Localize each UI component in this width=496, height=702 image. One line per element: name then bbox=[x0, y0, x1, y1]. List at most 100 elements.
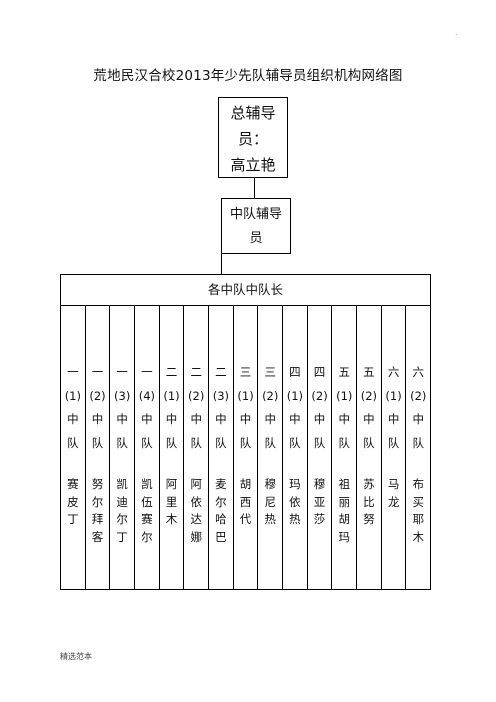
squad-label-z: 中 bbox=[239, 412, 252, 426]
leader-name: 赛皮丁 bbox=[67, 476, 79, 546]
squad-label-z: 中 bbox=[67, 412, 79, 426]
squad-label: 六(2)中队 bbox=[410, 361, 426, 455]
chief-line-2: 员： bbox=[237, 130, 268, 148]
chief-line-3: 高立艳 bbox=[230, 156, 276, 174]
squad-label-z: 中 bbox=[116, 412, 128, 426]
page-title: 荒地民汉合校2013年少先队辅导员组织机构网络图 bbox=[93, 68, 403, 84]
squad-label-z: 中 bbox=[264, 412, 276, 426]
squad-label-cls: (2) bbox=[89, 388, 106, 403]
squad-counselor-line-1: 中队辅导 bbox=[229, 207, 282, 222]
leader-name-char: 龙 bbox=[387, 494, 400, 509]
leader-name: 马龙 bbox=[388, 476, 400, 546]
leader-name-char: 穆 bbox=[264, 477, 276, 491]
squad-label-d: 队 bbox=[289, 435, 301, 450]
squad-label-cls: (3) bbox=[114, 388, 131, 403]
squad-column: 三(2)中队穆尼热 bbox=[258, 305, 284, 589]
squad-label: 五(2)中队 bbox=[361, 361, 377, 455]
squad-label-cls: (2) bbox=[188, 388, 205, 403]
squad-label-d: 队 bbox=[116, 435, 128, 450]
squad-label-grade: 一 bbox=[67, 365, 79, 379]
leader-name: 穆尼热 bbox=[264, 476, 276, 546]
squad-label-z: 中 bbox=[313, 412, 326, 426]
squad-column: 一(4)中队凯伍赛尔 bbox=[135, 305, 160, 589]
squad-label-d: 队 bbox=[387, 435, 400, 450]
squad-column: 二(3)中队麦尔哈巴 bbox=[209, 305, 234, 589]
leader-name-char: 努 bbox=[91, 477, 104, 491]
squad-label-cls: (1) bbox=[237, 388, 254, 403]
leader-name-char: 拜 bbox=[91, 512, 104, 526]
footer-note: 精选范本 bbox=[60, 652, 92, 661]
squad-label-d: 队 bbox=[412, 435, 424, 450]
squad-label: 二(3)中队 bbox=[213, 361, 229, 455]
leader-name-char: 莎 bbox=[313, 512, 326, 526]
leader-name-char: 玛 bbox=[338, 529, 350, 544]
leader-name-char: 丽 bbox=[338, 494, 350, 509]
squad-label-z: 中 bbox=[363, 412, 375, 426]
leader-name-char: 穆 bbox=[313, 477, 326, 491]
leader-name-char: 比 bbox=[363, 494, 375, 509]
leader-name-char: 苏 bbox=[363, 477, 375, 491]
squad-label: 三(2)中队 bbox=[262, 361, 278, 455]
squad-label: 一(1)中队 bbox=[65, 361, 81, 455]
squad-label-d: 队 bbox=[338, 435, 350, 450]
squad-label-grade: 五 bbox=[363, 365, 375, 379]
leader-name-char: 布 bbox=[412, 477, 424, 491]
squad-label-grade: 四 bbox=[313, 365, 326, 379]
leader-name-char: 客 bbox=[91, 529, 104, 544]
leader-name-char: 里 bbox=[165, 494, 178, 509]
squad-label-grade: 六 bbox=[412, 365, 424, 379]
squad-label: 六(1)中队 bbox=[385, 361, 401, 455]
leader-name: 努尔拜客 bbox=[92, 476, 104, 546]
squad-column: 六(2)中队布买耶木 bbox=[406, 305, 432, 589]
squad-label-grade: 二 bbox=[215, 365, 227, 379]
connector-middle-leaders bbox=[221, 254, 222, 274]
squad-label-z: 中 bbox=[289, 412, 301, 426]
leader-name: 祖丽胡玛 bbox=[338, 476, 350, 546]
squad-label-grade: 三 bbox=[264, 365, 276, 379]
squad-label-grade: 五 bbox=[338, 365, 350, 379]
leader-name: 麦尔哈巴 bbox=[215, 476, 227, 546]
leader-name: 阿依达娜 bbox=[190, 476, 202, 546]
squad-label-grade: 六 bbox=[387, 365, 400, 379]
leader-name-char: 尼 bbox=[264, 494, 276, 509]
squad-label-cls: (4) bbox=[138, 388, 155, 403]
leader-name-char: 胡 bbox=[338, 512, 350, 526]
leader-name-char: 努 bbox=[363, 512, 375, 526]
chief-line-1: 总辅导 bbox=[230, 104, 276, 122]
squad-column: 六(1)中队马龙 bbox=[382, 305, 407, 589]
squad-label-d: 队 bbox=[264, 435, 276, 450]
squad-label-cls: (1) bbox=[64, 388, 81, 403]
squad-column: 四(1)中队玛依热 bbox=[283, 305, 308, 589]
leader-name-char: 麦 bbox=[215, 477, 227, 491]
squad-label-d: 队 bbox=[165, 435, 178, 450]
leader-name-char: 凯 bbox=[141, 477, 153, 491]
squad-column: 四(2)中队穆亚莎 bbox=[308, 305, 333, 589]
squad-label-d: 队 bbox=[141, 435, 153, 450]
squad-label-d: 队 bbox=[313, 435, 326, 450]
leader-name-char: 迪 bbox=[116, 494, 128, 509]
leader-name-char: 赛 bbox=[67, 477, 79, 491]
squad-column: 三(1)中队胡西代 bbox=[234, 305, 259, 589]
leader-name-char: 阿 bbox=[190, 477, 202, 491]
corner-mark: . bbox=[455, 28, 458, 37]
squad-label-z: 中 bbox=[165, 412, 178, 426]
leader-name-char: 皮 bbox=[67, 494, 79, 509]
squad-columns: 一(1)中队赛皮丁一(2)中队努尔拜客一(3)中队凯迪尔丁一(4)中队凯伍赛尔二… bbox=[60, 305, 432, 590]
leader-name-char: 耶 bbox=[412, 512, 424, 526]
squad-label: 一(2)中队 bbox=[89, 361, 105, 455]
squad-label: 一(3)中队 bbox=[114, 361, 130, 455]
squad-label-grade: 三 bbox=[239, 365, 252, 379]
squad-column: 一(2)中队努尔拜客 bbox=[86, 305, 111, 589]
squad-label-grade: 一 bbox=[141, 365, 153, 379]
squad-label-cls: (1) bbox=[286, 388, 304, 403]
squad-counselor-line-2: 员 bbox=[249, 231, 263, 246]
squad-column: 一(3)中队凯迪尔丁 bbox=[110, 305, 136, 589]
squad-column: 一(1)中队赛皮丁 bbox=[61, 305, 86, 589]
squad-label-d: 队 bbox=[91, 435, 104, 450]
squad-label-z: 中 bbox=[91, 412, 104, 426]
leader-name: 玛依热 bbox=[289, 476, 301, 546]
squad-label-z: 中 bbox=[215, 412, 227, 426]
squad-label-d: 队 bbox=[215, 435, 227, 450]
leader-name-char: 木 bbox=[165, 512, 178, 526]
squad-label-z: 中 bbox=[338, 412, 350, 426]
